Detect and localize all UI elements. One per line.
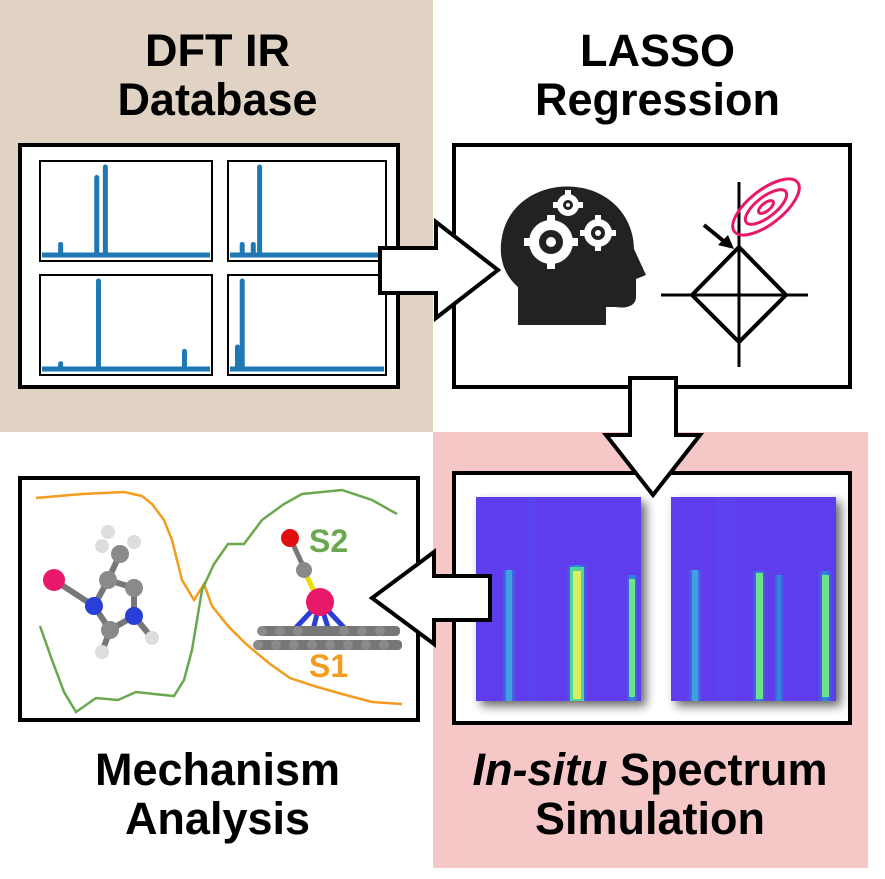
- dft-ir-database-title: DFT IR Database: [40, 26, 395, 124]
- insitu-italic: In-situ: [472, 744, 608, 795]
- insitu-spectrum-simulation-title: In-situ Spectrum Simulation: [445, 745, 855, 843]
- insitu-heatmaps: [476, 497, 836, 701]
- mechanism-illustration: S2 S1: [35, 488, 403, 714]
- ir-spectra-grid: [39, 160, 387, 376]
- mechanism-title-line1: Mechanism: [94, 744, 341, 795]
- mechanism-analysis-panel: S2 S1: [18, 476, 420, 722]
- head-gears-icon: [500, 186, 646, 325]
- dft-title-line2: Database: [117, 74, 318, 125]
- imidazole-atoms: [43, 525, 159, 659]
- lasso-illustration: [500, 177, 808, 367]
- co-adsorbed-site-icon: [253, 529, 402, 650]
- mechanism-title-line2: Analysis: [124, 793, 311, 844]
- lasso-regression-title: LASSO Regression: [480, 26, 835, 124]
- s1-label: S1: [309, 648, 348, 684]
- lasso-title-line1: LASSO: [579, 25, 736, 76]
- lasso-title-line2: Regression: [534, 74, 781, 125]
- heatmap-right: [671, 497, 836, 701]
- imidazole-molecule-icon: [52, 552, 155, 654]
- heatmap-left: [476, 497, 641, 701]
- s2-label: S2: [309, 523, 348, 559]
- ir-spectrum-frame: [227, 160, 387, 262]
- dft-title-line1: DFT IR: [145, 25, 290, 76]
- insitu-title-line2: Simulation: [534, 793, 765, 844]
- ir-spectrum-frame: [39, 160, 213, 262]
- s2-curve: [38, 488, 398, 714]
- lasso-diamond-diagram: [661, 177, 808, 367]
- insitu-spectrum-panel: [452, 471, 852, 725]
- insitu-rest: Spectrum: [607, 744, 828, 795]
- lasso-regression-panel: [452, 143, 852, 389]
- mechanism-analysis-title: Mechanism Analysis: [40, 745, 395, 843]
- insitu-title-line1: In-situ Spectrum: [445, 745, 855, 794]
- ir-spectrum-frame: [227, 274, 387, 376]
- dft-ir-database-panel: [18, 143, 400, 389]
